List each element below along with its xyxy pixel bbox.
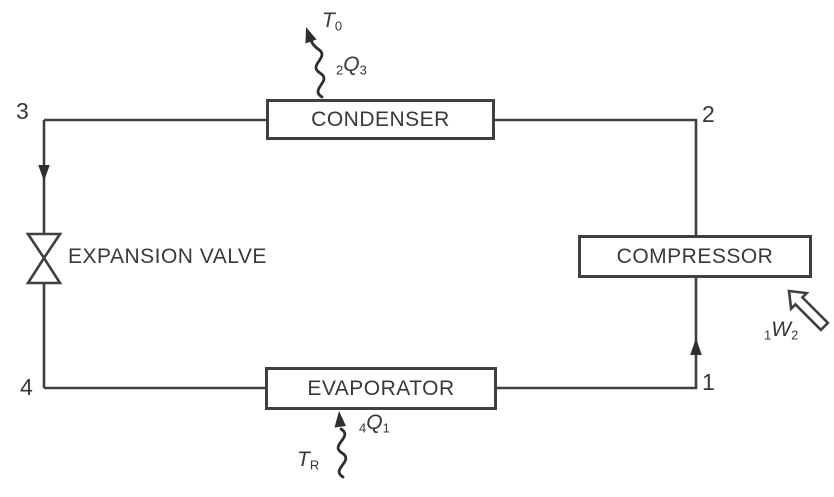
condenser-label: CONDENSER xyxy=(311,107,450,131)
heat-out-arrowhead-icon xyxy=(305,27,317,44)
heat-in-squiggle xyxy=(336,427,348,479)
flow-arrow-down-icon xyxy=(38,165,50,181)
compressor-box: COMPRESSOR xyxy=(578,235,812,278)
ambient-temperature-label: T0 xyxy=(322,9,343,34)
condenser-box: CONDENSER xyxy=(266,99,495,140)
heat-out-squiggle xyxy=(309,38,326,99)
work-input-arrow-icon xyxy=(787,289,830,332)
heat-in-arrowhead-icon xyxy=(334,411,346,428)
compressor-label: COMPRESSOR xyxy=(616,244,774,268)
work-input-label: 1W2 xyxy=(764,318,799,343)
flow-arrow-up-icon xyxy=(690,338,702,355)
state-point-1: 1 xyxy=(702,369,715,395)
heat-rejected-label: 2Q3 xyxy=(336,53,367,78)
state-point-4: 4 xyxy=(20,374,33,400)
expansion-valve-top-triangle xyxy=(25,232,63,261)
evaporator-box: EVAPORATOR xyxy=(265,367,497,410)
refrigerated-space-temperature-label: TR xyxy=(297,448,320,473)
expansion-valve-label: EXPANSION VALVE xyxy=(68,245,267,268)
expansion-valve-bottom-triangle xyxy=(25,255,63,285)
state-point-2: 2 xyxy=(702,101,715,127)
evaporator-label: EVAPORATOR xyxy=(307,376,455,400)
state-point-3: 3 xyxy=(16,98,29,124)
heat-absorbed-label: 4Q1 xyxy=(359,411,390,436)
